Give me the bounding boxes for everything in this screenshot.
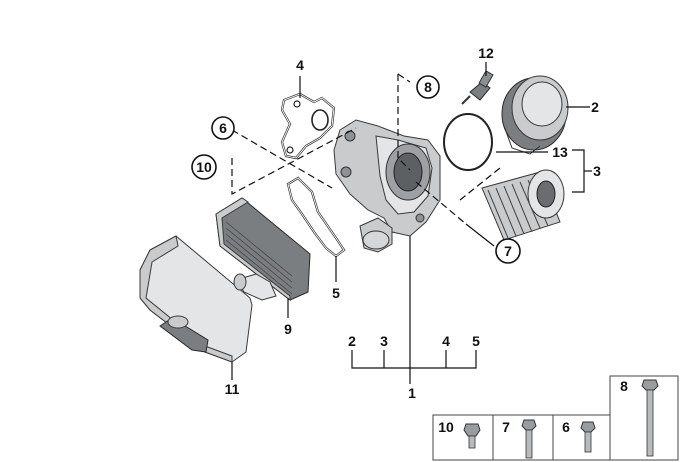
callout-6-label: 6 — [219, 120, 227, 136]
callout-12: 12 — [478, 45, 494, 61]
fastener-box-8: 8 — [609, 375, 679, 461]
callout-9: 9 — [284, 321, 292, 337]
callout-2: 2 — [591, 99, 599, 115]
gasket-5-part — [286, 176, 346, 258]
callout-6: 6 — [211, 116, 235, 140]
filter-cap-part — [501, 75, 569, 155]
callout-10-label: 10 — [196, 159, 212, 175]
callout-10: 10 — [191, 154, 217, 180]
fastener-box-7: 7 — [492, 414, 554, 461]
gasket-4-part — [280, 92, 336, 160]
o-ring-part — [443, 113, 493, 171]
oil-filter-housing-part — [333, 119, 441, 253]
fastener-10-label: 10 — [438, 419, 454, 435]
oil-sensor-part — [461, 70, 494, 105]
callout-1: 1 — [408, 385, 416, 401]
callout-3: 3 — [593, 163, 601, 179]
fastener-7-label: 7 — [502, 419, 510, 435]
callout-11: 11 — [225, 381, 240, 397]
fastener-8-label: 8 — [620, 378, 628, 394]
filter-element-part — [481, 169, 565, 241]
reference-lines — [231, 73, 501, 225]
callout-13: 13 — [552, 144, 568, 160]
callout-8: 8 — [416, 75, 440, 99]
leader-lines — [231, 62, 592, 384]
assembly-item: 5 — [472, 333, 480, 349]
callout-5: 5 — [332, 285, 340, 301]
fastener-box-6: 6 — [552, 414, 611, 461]
callout-4: 4 — [296, 57, 304, 73]
assembly-item: 4 — [442, 333, 450, 349]
callout-7-label: 7 — [504, 243, 512, 259]
fastener-6-label: 6 — [562, 419, 570, 435]
fastener-box-10: 10 — [432, 414, 494, 461]
callout-8-label: 8 — [424, 79, 432, 95]
assembly-group: 2 3 4 5 — [348, 333, 480, 349]
callout-7: 7 — [495, 238, 521, 264]
cooler-cover-part — [139, 235, 253, 363]
oil-cooler-part — [215, 197, 311, 302]
assembly-item: 3 — [380, 333, 388, 349]
assembly-item: 2 — [348, 333, 356, 349]
